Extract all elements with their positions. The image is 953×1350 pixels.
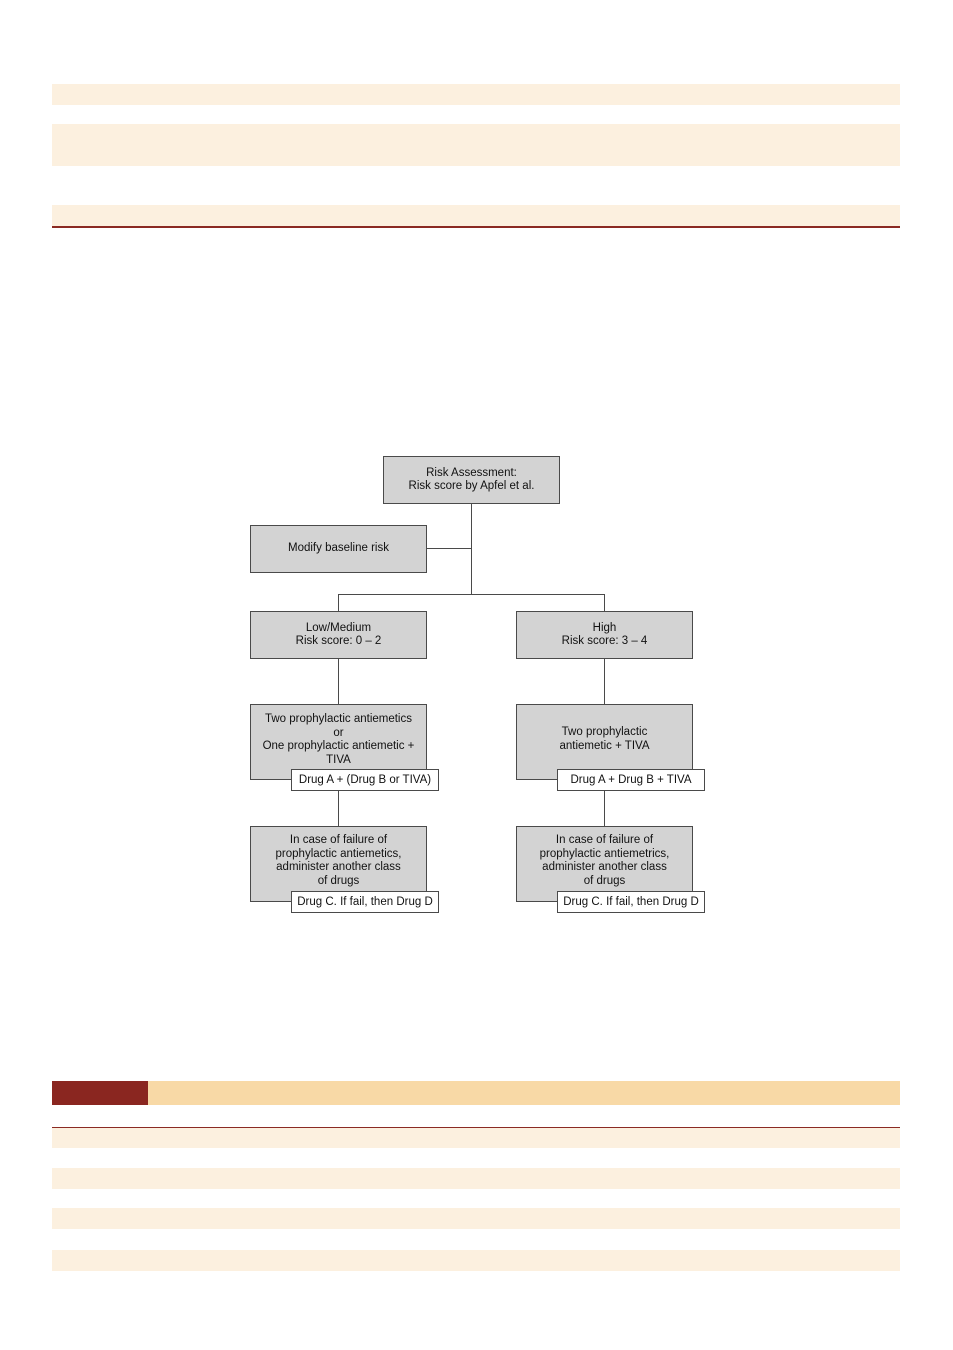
high-risk-box: High Risk score: 3 – 4 xyxy=(516,611,693,659)
table-band-3 xyxy=(52,1208,900,1229)
connector-root-down xyxy=(471,504,472,594)
top-band-3 xyxy=(52,205,900,226)
low-failure-box: In case of failure of prophylactic antie… xyxy=(250,826,427,902)
table-rule xyxy=(52,1127,900,1128)
top-band-1 xyxy=(52,84,900,105)
connector-split xyxy=(338,594,605,595)
connector-right-3 xyxy=(604,791,605,826)
high-rescue-label: Drug C. If fail, then Drug D xyxy=(557,891,705,913)
connector-left-3 xyxy=(338,791,339,826)
connector-left-1 xyxy=(338,594,339,612)
connector-left-2 xyxy=(338,659,339,704)
table-header-dark xyxy=(52,1081,148,1105)
low-treatment-box: Two prophylactic antiemetics or One prop… xyxy=(250,704,427,780)
modify-baseline-box: Modify baseline risk xyxy=(250,525,427,573)
low-drug-label: Drug A + (Drug B or TIVA) xyxy=(291,769,439,791)
table-band-2 xyxy=(52,1168,900,1189)
low-medium-risk-box: Low/Medium Risk score: 0 – 2 xyxy=(250,611,427,659)
high-failure-box: In case of failure of prophylactic antie… xyxy=(516,826,693,902)
table-band-4 xyxy=(52,1250,900,1271)
connector-right-2 xyxy=(604,659,605,704)
connector-right-1 xyxy=(604,594,605,612)
risk-assessment-box: Risk Assessment: Risk score by Apfel et … xyxy=(383,456,560,504)
top-rule xyxy=(52,226,900,228)
low-rescue-label: Drug C. If fail, then Drug D xyxy=(291,891,439,913)
table-band-1 xyxy=(52,1128,900,1148)
table-header-light xyxy=(148,1081,900,1105)
top-band-2 xyxy=(52,124,900,166)
connector-modify xyxy=(427,548,471,549)
high-drug-label: Drug A + Drug B + TIVA xyxy=(557,769,705,791)
